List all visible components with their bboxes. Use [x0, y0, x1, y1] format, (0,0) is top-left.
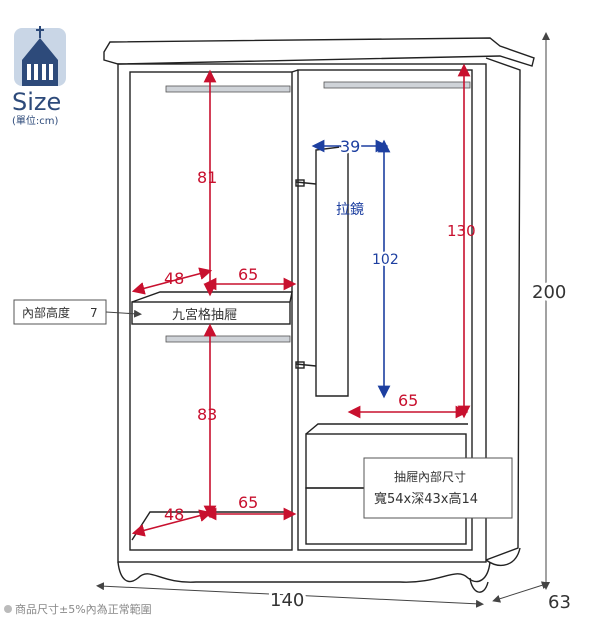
hanging-rails — [165, 81, 471, 343]
dim-right-hang-height: 130 — [447, 222, 476, 240]
dim-mirror-width: 39 — [340, 137, 360, 156]
footnote: 商品尺寸±5%內為正常範圍 — [4, 602, 152, 616]
dim-lower-depth: 48 — [164, 505, 184, 524]
bullet-icon — [4, 605, 12, 613]
drawer-info-dims: 寬54x深43x高14 — [374, 491, 478, 507]
dim-upper-hang-height: 81 — [197, 168, 217, 187]
dim-total-height: 200 — [532, 282, 566, 303]
mirror-label: 拉鏡 — [336, 202, 364, 218]
dim-lower-hang-height: 83 — [197, 405, 217, 424]
overall-dimension-lines — [96, 32, 550, 608]
drawer-info-box: 抽屜內部尺寸 寬54x深43x高14 — [363, 457, 513, 519]
blue-dimension-lines — [311, 139, 391, 399]
footnote-text: 商品尺寸±5%內為正常範圍 — [15, 602, 152, 616]
dim-upper-width: 65 — [238, 265, 258, 284]
dim-total-width: 140 — [270, 590, 304, 611]
interior-height-callout: 內部高度 7 — [13, 299, 142, 325]
drawer-label: 九宮格抽屜 — [172, 307, 237, 323]
logo-title: Size — [12, 88, 61, 116]
interior-height-label: 內部高度 — [22, 305, 70, 320]
dim-mirror-height: 102 — [372, 252, 399, 268]
dim-lower-width: 65 — [238, 493, 258, 512]
drawer-info-title: 抽屜內部尺寸 — [394, 469, 466, 484]
logo-unit: (單位:cm) — [12, 114, 59, 127]
church-icon — [14, 26, 66, 86]
red-dimension-lines — [131, 63, 471, 537]
size-logo: Size (單位:cm) — [12, 26, 66, 127]
dim-upper-depth: 48 — [164, 269, 184, 288]
dim-right-width: 65 — [398, 391, 418, 410]
interior-height-value: 7 — [90, 306, 98, 320]
dim-total-depth: 63 — [548, 592, 571, 613]
